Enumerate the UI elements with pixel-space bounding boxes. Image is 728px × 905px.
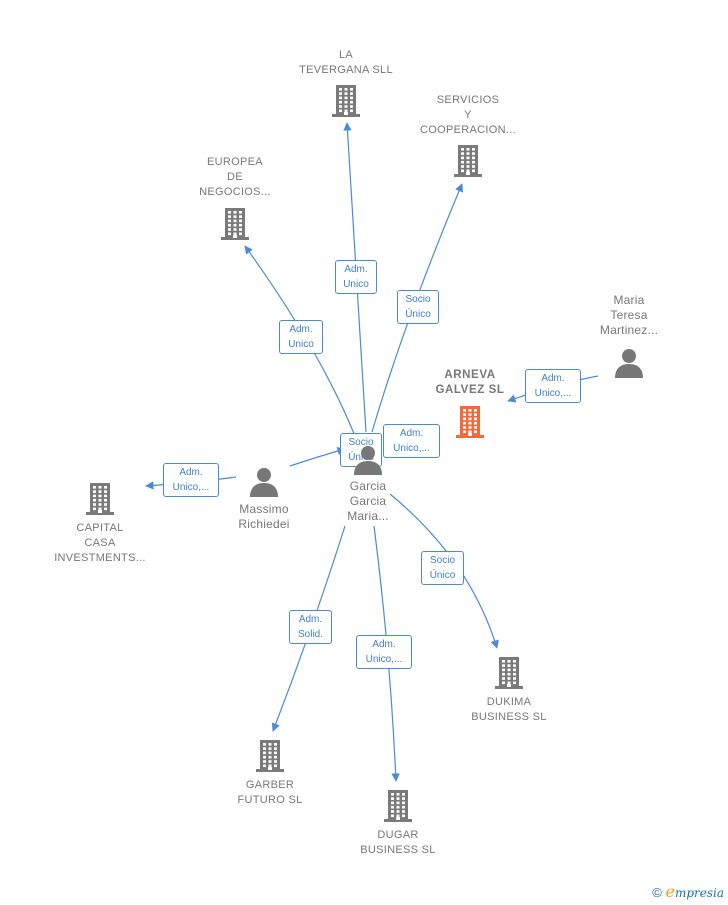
node-label: Garcia Garcia Maria... xyxy=(347,479,389,523)
building-icon xyxy=(332,85,360,117)
edge-label-garcia-arneva[interactable]: Adm. Unico,... xyxy=(383,424,440,458)
edge-label-garcia-europea[interactable]: Adm. Unico xyxy=(279,320,323,354)
edge-label-garcia-la-tevergana[interactable]: Adm. Unico xyxy=(335,260,377,294)
node-label: GARBER FUTURO SL xyxy=(237,779,303,806)
building-icon xyxy=(456,406,484,438)
node-massimo[interactable]: Massimo Richiedei xyxy=(222,466,306,532)
node-label: DUGAR BUSINESS SL xyxy=(360,829,436,856)
node-europea[interactable]: EUROPEA DE NEGOCIOS... xyxy=(176,155,294,242)
node-label: Maria Teresa Martinez... xyxy=(599,293,659,337)
empresia-watermark: © empresia xyxy=(652,882,724,901)
node-garcia[interactable]: Garcia Garcia Maria... xyxy=(326,444,410,524)
edge-label-maria-arneva[interactable]: Adm. Unico,... xyxy=(525,369,581,403)
building-icon xyxy=(256,740,284,772)
node-label: LA TEVERGANA SLL xyxy=(299,49,393,76)
edge-label-garcia-dukima[interactable]: Socio Único xyxy=(421,551,464,585)
building-icon xyxy=(384,790,412,822)
edge-label-garcia-servicios[interactable]: Socio Único xyxy=(397,290,439,324)
brand-initial: e xyxy=(665,882,675,901)
node-la-tevergana[interactable]: LA TEVERGANA SLL xyxy=(288,48,404,119)
edge-label-massimo-capital[interactable]: Adm. Unico,... xyxy=(163,463,219,497)
person-icon xyxy=(354,446,382,475)
node-label: CAPITAL CASA INVESTMENTS... xyxy=(54,522,146,564)
node-capital[interactable]: CAPITAL CASA INVESTMENTS... xyxy=(44,481,156,566)
node-dukima[interactable]: DUKIMA BUSINESS SL xyxy=(459,655,559,725)
node-label: EUROPEA DE NEGOCIOS... xyxy=(199,156,271,198)
building-icon xyxy=(221,208,249,240)
building-icon xyxy=(495,657,523,689)
node-label: SERVICIOS Y COOPERACION... xyxy=(420,94,516,136)
building-icon xyxy=(454,145,482,177)
node-maria-teresa[interactable]: Maria Teresa Martinez... xyxy=(584,293,674,379)
person-icon xyxy=(615,349,643,378)
edge-label-massimo-garcia[interactable]: Socio Único xyxy=(340,433,382,467)
person-icon xyxy=(250,468,278,497)
edge-label-garcia-dugar[interactable]: Adm. Unico,... xyxy=(356,635,412,669)
edge-label-garcia-garber[interactable]: Adm. Solid. xyxy=(289,610,332,644)
node-servicios[interactable]: SERVICIOS Y COOPERACION... xyxy=(404,93,532,179)
node-label: ARNEVA GALVEZ SL xyxy=(435,369,505,396)
node-label: Massimo Richiedei xyxy=(238,502,290,531)
node-label: DUKIMA BUSINESS SL xyxy=(471,696,547,723)
node-dugar[interactable]: DUGAR BUSINESS SL xyxy=(346,788,450,858)
node-arneva[interactable]: ARNEVA GALVEZ SL xyxy=(420,368,520,440)
node-garber[interactable]: GARBER FUTURO SL xyxy=(220,738,320,808)
brand-name: mpresia xyxy=(674,886,724,900)
copyright-symbol: © xyxy=(652,885,662,900)
building-icon xyxy=(86,483,114,515)
